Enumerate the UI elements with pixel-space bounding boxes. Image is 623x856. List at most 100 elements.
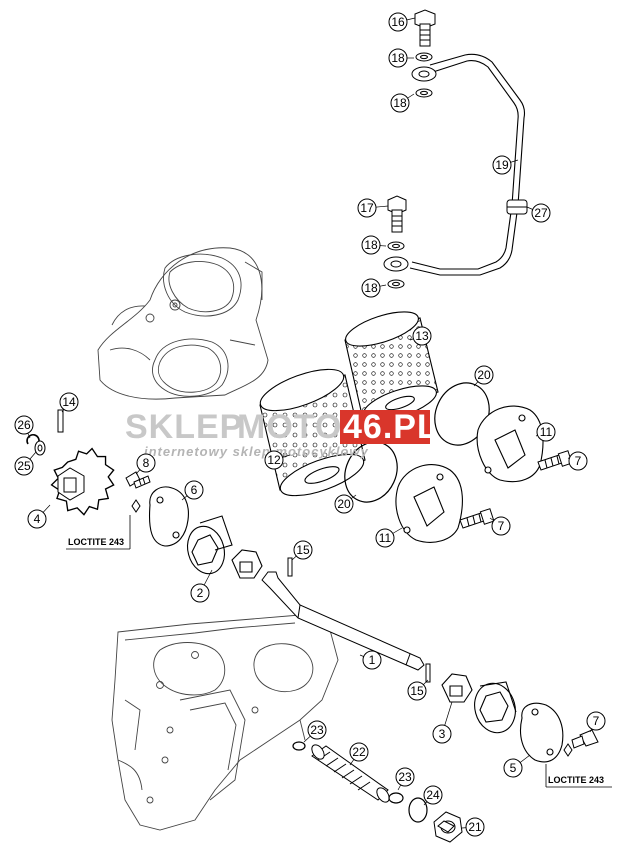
- washer-25: [34, 440, 46, 456]
- callout-number: 11: [540, 425, 553, 439]
- callout-number: 18: [391, 51, 405, 65]
- cover-bolt-upper: [537, 450, 573, 471]
- callout-number: 25: [17, 459, 31, 473]
- callout-number: 21: [468, 820, 482, 834]
- o-ring-23-lower: [388, 792, 404, 804]
- oil-pipe: [409, 53, 526, 276]
- o-ring-24: [408, 797, 428, 823]
- callout-13: 13: [409, 326, 432, 346]
- callout-number: 13: [415, 329, 429, 343]
- pump-rotor-outer-3: [474, 681, 517, 734]
- banjo-fitting-lower: [383, 256, 409, 272]
- callout-22: 22: [349, 742, 369, 766]
- callout-25: 25: [14, 451, 37, 476]
- pipe-clamp: [506, 199, 528, 215]
- callout-18: 18: [361, 278, 387, 298]
- callout-number: 4: [34, 512, 41, 526]
- watermark-brand-mid: MOTO: [237, 408, 342, 446]
- callout-number: 23: [310, 723, 324, 737]
- callout-number: 12: [267, 453, 281, 467]
- callout-7: 7: [567, 451, 588, 471]
- callout-24: 24: [423, 785, 443, 806]
- callout-number: 1: [369, 653, 376, 667]
- oil-pump-gear: [50, 447, 115, 516]
- callout-number: 7: [593, 714, 600, 728]
- oil-screen-22: [311, 744, 390, 803]
- callout-23: 23: [303, 720, 327, 743]
- banjo-bolt-lower: [387, 195, 407, 233]
- callout-14: 14: [59, 392, 79, 413]
- pump-rotor-inner-3: [441, 673, 473, 703]
- watermark-tagline: internetowy sklep motocyklowy: [144, 444, 369, 459]
- callout-number: 11: [379, 531, 392, 545]
- callout-4: 4: [27, 504, 51, 529]
- banjo-fitting-upper: [411, 66, 437, 82]
- callout-number: 16: [391, 15, 405, 29]
- callout-7: 7: [489, 516, 511, 536]
- screw-7-lower: [563, 729, 599, 757]
- pin-15-upper: [287, 557, 293, 577]
- engine-case-upper: [97, 247, 269, 400]
- callout-16: 16: [388, 12, 416, 32]
- svg-text:LOCTITE 243: LOCTITE 243: [68, 537, 124, 547]
- callout-number: 18: [364, 281, 378, 295]
- washer-upper-1: [415, 52, 433, 62]
- filter-cover-lower: [395, 464, 463, 543]
- callout-number: 17: [360, 201, 374, 215]
- callout-7: 7: [586, 711, 606, 733]
- loctite-label-left: LOCTITE 243: [66, 515, 131, 550]
- callout-number: 7: [575, 454, 582, 468]
- callout-number: 15: [296, 543, 310, 557]
- callout-23: 23: [395, 767, 415, 791]
- filter-cover-upper: [476, 405, 544, 483]
- pump-plate-6: [148, 486, 189, 547]
- washer-lower-1: [387, 241, 405, 251]
- callout-5: 5: [503, 754, 531, 778]
- callout-20: 20: [334, 494, 357, 514]
- callout-19: 19: [492, 155, 519, 175]
- cover-bolt-lower: [459, 508, 495, 529]
- callout-number: 5: [510, 761, 517, 775]
- callout-20: 20: [473, 365, 494, 387]
- drain-plug-21: [433, 811, 463, 843]
- callout-6: 6: [181, 480, 204, 501]
- callout-15: 15: [407, 679, 429, 701]
- callout-12: 12: [264, 450, 291, 470]
- screw-8: [125, 471, 151, 513]
- callout-number: 20: [477, 368, 491, 382]
- callout-number: 7: [498, 519, 505, 533]
- callout-18: 18: [388, 48, 414, 68]
- oil-filter-large: [259, 368, 366, 497]
- callout-18: 18: [361, 235, 387, 255]
- pump-rotor-inner-2: [231, 549, 263, 579]
- callout-number: 8: [143, 456, 150, 470]
- callout-number: 15: [410, 684, 424, 698]
- callout-number: 27: [534, 206, 548, 220]
- pump-shaft-1: [261, 571, 425, 671]
- callout-number: 22: [352, 745, 366, 759]
- callout-8: 8: [135, 453, 156, 475]
- callout-number: 19: [495, 158, 509, 172]
- pump-plate-5: [519, 702, 564, 763]
- callout-number: 6: [191, 483, 198, 497]
- o-ring-23-upper: [292, 741, 306, 751]
- pin-15-lower: [425, 663, 431, 683]
- watermark-brand-left: SKLEP: [125, 408, 243, 446]
- callout-number: 26: [17, 418, 31, 432]
- engine-case-lower: [111, 614, 339, 831]
- watermark-brand-right: 46.PL: [343, 408, 439, 446]
- banjo-bolt-upper: [414, 9, 436, 47]
- callout-number: 24: [426, 788, 440, 802]
- svg-text:LOCTITE 243: LOCTITE 243: [548, 775, 604, 785]
- washer-upper-2: [415, 88, 433, 98]
- pump-rotor-outer-2: [186, 515, 233, 575]
- washer-lower-2: [387, 279, 405, 289]
- callout-number: 18: [364, 238, 378, 252]
- callout-18: 18: [390, 93, 415, 113]
- callout-2: 2: [190, 569, 213, 603]
- callout-number: 23: [398, 770, 412, 784]
- callout-27: 27: [526, 203, 551, 223]
- callout-26: 26: [14, 415, 34, 439]
